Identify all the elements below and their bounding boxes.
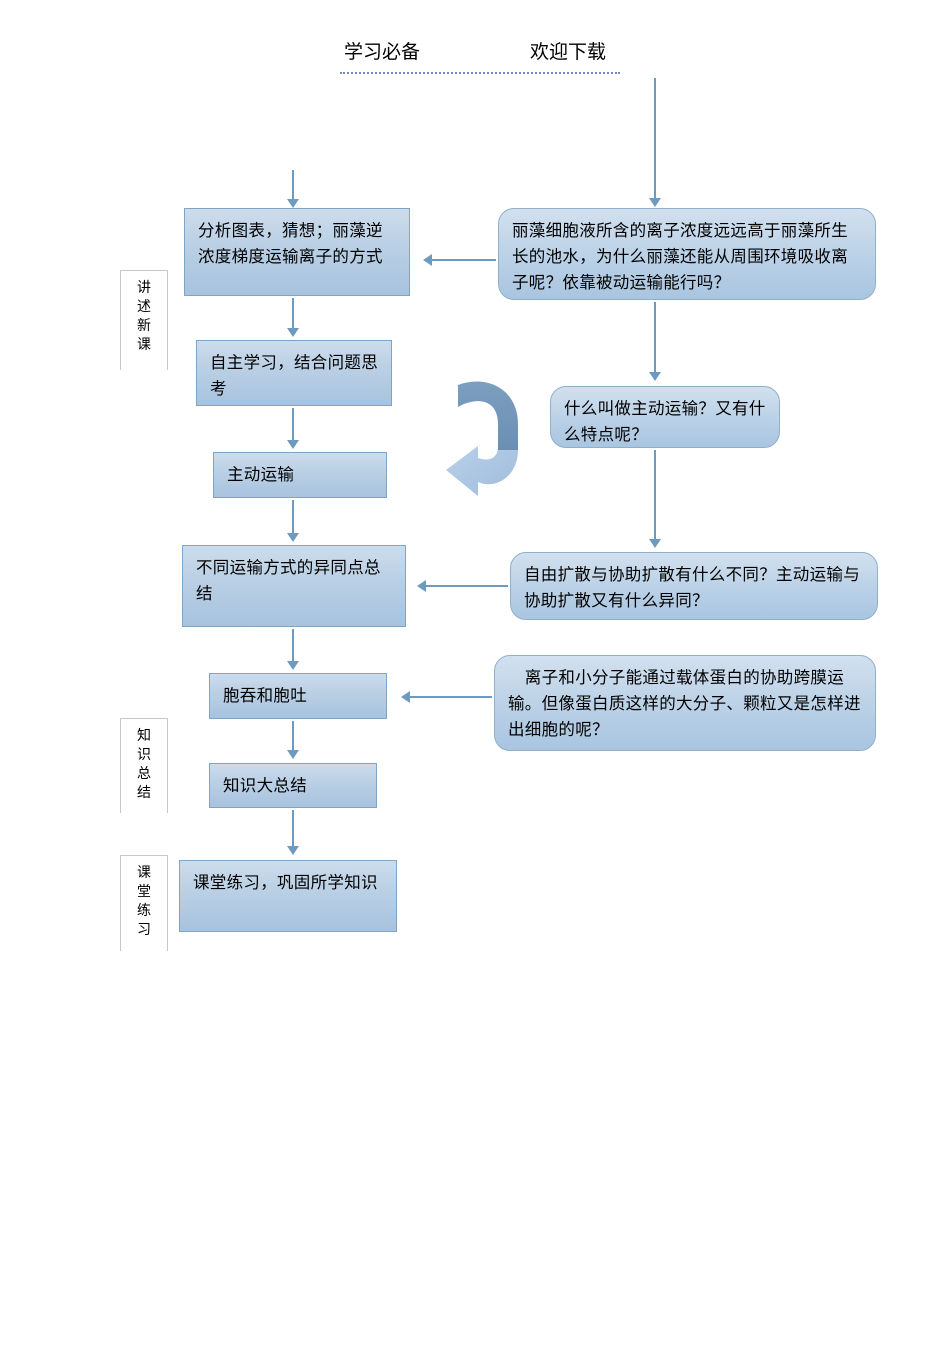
box-compare-summary[interactable]: 不同运输方式的异同点总结 [182, 545, 406, 627]
box-big-summary-text: 知识大总结 [223, 776, 307, 795]
question-macromolecule-transport[interactable]: 离子和小分子能通过载体蛋白的协助跨膜运输。但像蛋白质这样的大分子、颗粒又是怎样进… [494, 655, 876, 751]
connector-right-2-arrow [649, 539, 661, 548]
box-analyze-text: 分析图表，猜想；丽藻逆浓度梯度运输离子的方式 [198, 221, 383, 266]
curved-arrow-icon [446, 381, 518, 496]
connector-left-6-line [292, 810, 294, 847]
box-class-exercise[interactable]: 课堂练习，巩固所学知识 [179, 860, 397, 932]
question-what-is-active-transport[interactable]: 什么叫做主动运输？又有什么特点呢？ [550, 386, 780, 448]
stage-label-summary: 知识总结 [120, 718, 168, 813]
question-diffusion-difference-text: 自由扩散与协助扩散有什么不同？主动运输与协助扩散又有什么异同？ [524, 565, 860, 610]
box-big-summary[interactable]: 知识大总结 [209, 763, 377, 808]
stage-label-practice: 课堂练习 [120, 855, 168, 951]
connector-top-right-arrow [649, 198, 661, 207]
box-analyze[interactable]: 分析图表，猜想；丽藻逆浓度梯度运输离子的方式 [184, 208, 410, 296]
connector-diffusion-to-compare-line [426, 585, 508, 587]
box-endocytosis[interactable]: 胞吞和胞吐 [209, 673, 387, 719]
box-compare-summary-text: 不同运输方式的异同点总结 [196, 558, 381, 603]
connector-right-2-line [654, 450, 656, 540]
connector-left-2-line [292, 408, 294, 440]
question-diffusion-difference[interactable]: 自由扩散与协助扩散有什么不同？主动运输与协助扩散又有什么异同？ [510, 552, 878, 620]
connector-right-1-line [654, 302, 656, 374]
question-macromolecule-transport-text: 离子和小分子能通过载体蛋白的协助跨膜运输。但像蛋白质这样的大分子、颗粒又是怎样进… [508, 668, 861, 739]
connector-left-1-line [292, 298, 294, 330]
box-selfstudy[interactable]: 自主学习，结合问题思考 [196, 340, 392, 406]
box-selfstudy-text: 自主学习，结合问题思考 [210, 353, 378, 398]
connector-ion-to-analyze-line [432, 259, 496, 261]
connector-left-4-line [292, 629, 294, 661]
connector-top-left-arrow [287, 199, 299, 208]
curved-arrow-head [446, 446, 518, 496]
connector-left-5-line [292, 721, 294, 751]
connector-left-4-arrow [287, 661, 299, 670]
connector-right-1-arrow [649, 372, 661, 381]
connector-left-5-arrow [287, 750, 299, 759]
header-right-text: 欢迎下载 [529, 41, 606, 63]
connector-ion-to-analyze-arrow [423, 254, 432, 266]
question-what-is-active-transport-text: 什么叫做主动运输？又有什么特点呢？ [564, 399, 766, 444]
connector-diffusion-to-compare-arrow [417, 580, 426, 592]
stage-label-teach: 讲述新课 [120, 270, 168, 370]
question-ion-concentration-text: 丽藻细胞液所含的离子浓度远远高于丽藻所生长的池水，为什么丽藻还能从周围环境吸收离… [512, 221, 848, 292]
page-header: 学习必备 欢迎下载 [340, 40, 620, 74]
connector-left-2-arrow [287, 440, 299, 449]
stage-label-practice-text: 课堂练习 [137, 865, 151, 938]
connector-macro-to-endocytosis-line [410, 696, 492, 698]
connector-left-3-line [292, 500, 294, 534]
question-ion-concentration[interactable]: 丽藻细胞液所含的离子浓度远远高于丽藻所生长的池水，为什么丽藻还能从周围环境吸收离… [498, 208, 876, 300]
connector-left-6-arrow [287, 846, 299, 855]
connector-top-right-line [654, 78, 656, 203]
connector-macro-to-endocytosis-arrow [401, 691, 410, 703]
curved-arrow-upper [458, 381, 518, 450]
connector-left-3-arrow [287, 533, 299, 542]
header-left-text: 学习必备 [344, 41, 421, 63]
connector-left-1-arrow [287, 328, 299, 337]
box-endocytosis-text: 胞吞和胞吐 [223, 686, 307, 705]
stage-label-teach-text: 讲述新课 [137, 280, 151, 353]
stage-label-summary-text: 知识总结 [137, 728, 151, 801]
connector-top-left-line [292, 170, 294, 204]
box-active-transport[interactable]: 主动运输 [213, 452, 387, 498]
box-class-exercise-text: 课堂练习，巩固所学知识 [193, 873, 378, 892]
box-active-transport-text: 主动运输 [227, 465, 295, 484]
